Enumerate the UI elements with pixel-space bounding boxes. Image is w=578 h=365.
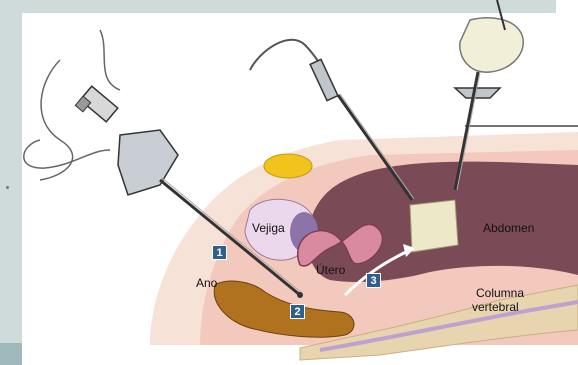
label-ano: Ano bbox=[196, 277, 217, 290]
label-columna: Columna bbox=[476, 287, 524, 300]
trocar-right-head bbox=[455, 88, 500, 98]
hand bbox=[460, 18, 523, 72]
trocar-left-cable-a bbox=[40, 60, 73, 180]
trocar-left-body bbox=[118, 130, 178, 195]
label-vertebral: vertebral bbox=[472, 301, 519, 314]
gauze-pad bbox=[410, 200, 458, 252]
marker-1: 1 bbox=[212, 245, 227, 260]
trocar-left-cable-c bbox=[100, 30, 120, 90]
marker-2: 2 bbox=[290, 304, 305, 319]
yellow-organ bbox=[264, 154, 312, 178]
label-vejiga: Vejiga bbox=[252, 222, 285, 235]
label-utero: Útero bbox=[316, 264, 345, 277]
trocar-left-tip bbox=[297, 292, 303, 298]
scope-body bbox=[310, 59, 338, 100]
marker-3: 3 bbox=[366, 273, 381, 288]
label-abdomen: Abdomen bbox=[483, 222, 534, 235]
